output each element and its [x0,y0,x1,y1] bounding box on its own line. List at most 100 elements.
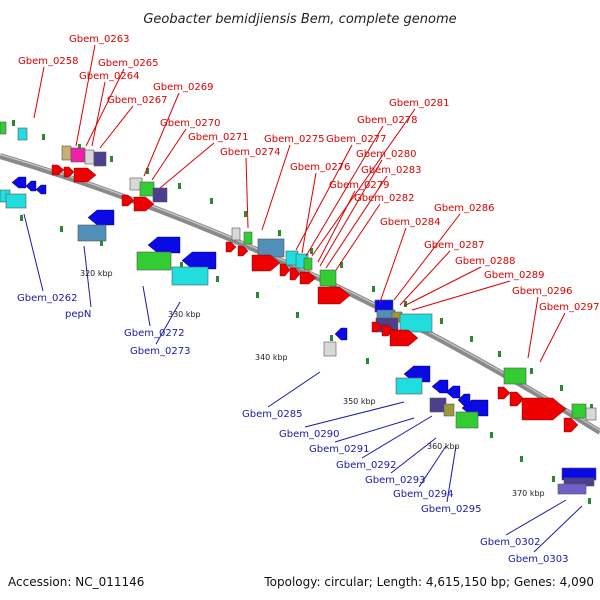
gene-label: Gbem_0275 [264,134,324,145]
track-tick [552,476,555,482]
gene-feature [139,181,155,197]
gene-label: Gbem_0265 [98,58,158,69]
gene-feature [395,377,423,395]
gene-feature [152,187,168,203]
track-tick [42,134,45,140]
label-leader-line [99,105,134,149]
label-leader-line [325,175,388,269]
track-ticks [12,120,593,504]
track-tick [490,432,493,438]
label-leader-line [539,312,566,363]
label-leader-line [527,296,539,359]
gene-label: Gbem_0274 [220,147,280,158]
gene-label: Gbem_0262 [17,293,77,304]
label-leader-line [334,417,415,443]
track-tick [470,336,473,342]
label-leader-line [151,128,187,181]
forward-gene-arrow [279,263,291,277]
gene-feature [0,121,7,135]
label-leader-line [267,371,321,408]
gene-label: Gbem_0271 [188,132,248,143]
forward-gene-arrow [389,329,419,347]
track-tick [520,456,523,462]
track-tick [100,240,103,246]
forward-gene-arrow [289,267,301,281]
gene-label: Gbem_0282 [354,193,414,204]
label-leader-line [295,144,353,251]
forward-gene-arrow [73,167,97,183]
gene-labels: Gbem_0258Gbem_0263Gbem_0265Gbem_0264Gbem… [17,34,599,565]
label-leader-line [393,213,461,301]
scale-label: 340 kbp [255,353,288,362]
forward-gene-arrow [133,196,155,212]
scale-label: 330 kbp [168,310,201,319]
reverse-gene-arrow [147,236,181,254]
reverse-gene-arrow [445,385,461,399]
gene-label: Gbem_0277 [326,134,386,145]
gene-feature [571,403,587,419]
forward-gene-arrow [563,417,579,433]
track-tick [498,351,501,357]
gene-feature [5,193,27,209]
label-leader-line [142,285,151,327]
reverse-gene-arrow [181,251,217,270]
forward-gene-arrow [299,271,317,285]
track-tick [110,156,113,162]
reverse-gene-arrow [334,327,348,341]
track-tick [78,144,81,150]
forward-gene-arrow [509,391,525,407]
track-tick [244,211,247,217]
gene-feature [399,313,433,333]
gene-label: Gbem_0269 [153,82,213,93]
gene-label: Gbem_0289 [484,270,544,281]
gene-feature [323,341,337,357]
label-leader-line [85,68,125,147]
label-leader-line [159,142,215,189]
label-leader-line [83,245,92,308]
gene-label: Gbem_0279 [329,180,389,191]
forward-gene-arrow [63,166,75,178]
track-tick [560,385,563,391]
label-leader-line [319,159,383,267]
track-tick [20,215,23,221]
gene-label: Gbem_0283 [361,165,421,176]
gene-label: Gbem_0293 [365,475,425,486]
label-leader-line [533,505,583,553]
label-leader-line [33,66,45,119]
gene-feature [303,257,313,271]
gene-feature [231,227,241,241]
forward-gene-arrow [251,254,281,272]
accession-text: Accession: NC_011146 [8,575,144,589]
gene-feature [17,127,28,141]
gene-label: pepN [65,309,91,320]
label-leader-line [261,144,291,231]
gene-feature [429,397,447,413]
gene-label: Gbem_0281 [389,98,449,109]
reverse-gene-arrow [25,180,37,192]
forward-gene-arrow [225,241,237,253]
track-tick [178,183,181,189]
label-leader-line [75,44,96,147]
track-tick [146,168,149,174]
label-leader-line [245,157,249,229]
gene-label: Gbem_0302 [480,537,540,548]
gene-feature [93,151,107,167]
gene-feature [503,367,527,385]
gene-label: Gbem_0258 [18,56,78,67]
reverse-gene-arrow [11,176,27,189]
map-title: Geobacter bemidjiensis Bem, complete gen… [143,12,456,27]
gene-feature [70,147,86,163]
label-leader-line [411,280,511,311]
genome-summary-text: Topology: circular; Length: 4,615,150 bp… [263,575,594,589]
gene-label: Gbem_0303 [508,554,568,565]
gene-label: Gbem_0270 [160,118,220,129]
reverse-gene-arrow [35,184,47,195]
gene-label: Gbem_0288 [455,256,515,267]
scale-label: 360 kbp [427,442,460,451]
gene-feature [171,266,209,286]
forward-gene-arrow [497,386,511,400]
scale-label: 370 kbp [512,489,545,498]
label-leader-line [311,108,416,257]
forward-gene-arrow [521,397,567,421]
